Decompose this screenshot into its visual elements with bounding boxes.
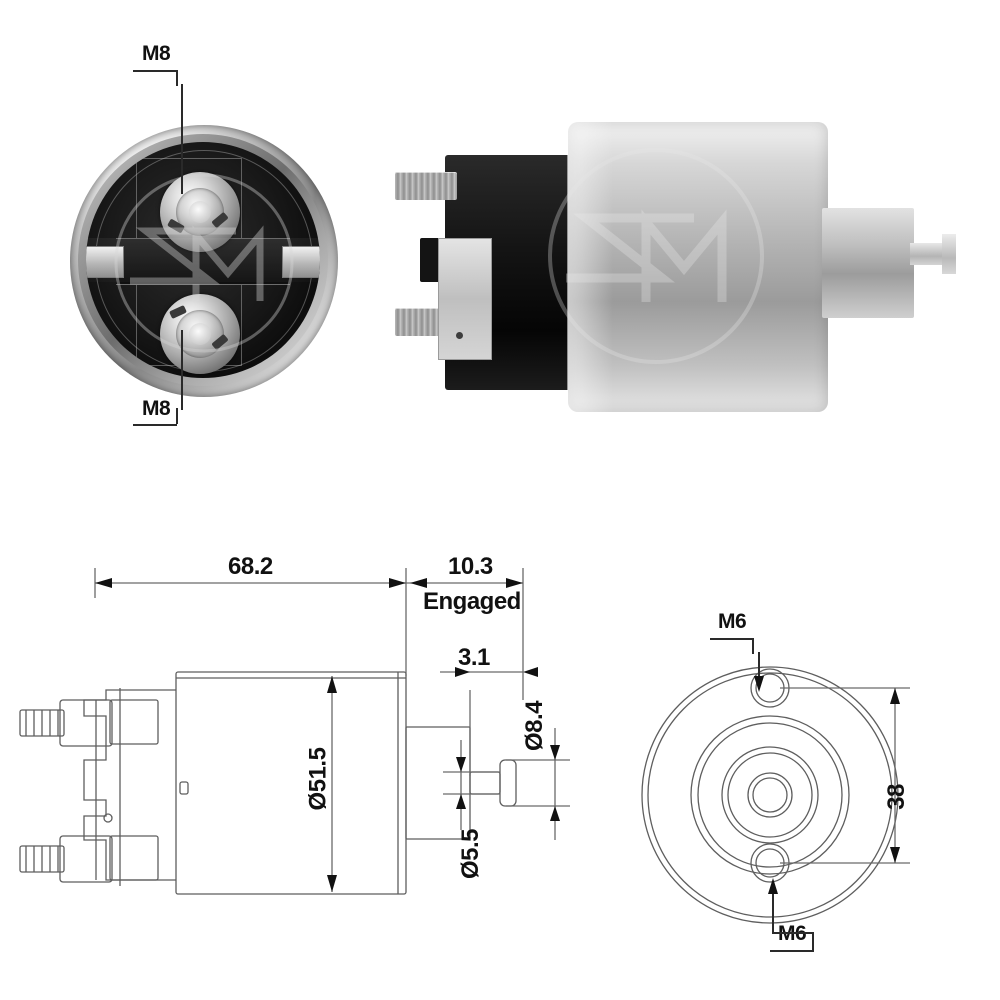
callout-m6-lower-leader-v2	[772, 890, 774, 934]
callout-m6-upper-underline	[710, 638, 754, 640]
solenoid-side-profile-photo	[390, 110, 970, 412]
callout-m6-upper-leader-v2	[758, 652, 760, 680]
side-mounting-bracket	[438, 238, 492, 360]
callout-m6-lower-leader-v1	[812, 934, 814, 950]
terminal-stud-lower	[160, 294, 240, 374]
side-plunger-pin-cap	[942, 234, 956, 274]
solenoid-front-face-photo	[70, 125, 338, 397]
side-plunger-pin	[910, 243, 948, 265]
dim-label-diameter-51-5: Ø51.5	[304, 747, 332, 811]
dim-label-68-2: 68.2	[228, 553, 273, 580]
callout-m8-lower-leader-v1	[176, 408, 178, 424]
callout-m8-upper-underline	[133, 70, 177, 72]
callout-m6-upper-label: M6	[718, 610, 747, 633]
callout-m8-lower-leader-v2	[181, 330, 183, 410]
callout-m8-upper-leader-v2	[181, 84, 183, 194]
side-bracket-hole	[456, 332, 463, 339]
plate-tab-left	[86, 246, 124, 278]
terminal-stud-lower-core	[188, 322, 212, 346]
callout-m8-lower-underline	[133, 424, 177, 426]
callout-m8-upper-leader-v1	[176, 70, 178, 86]
callout-m6-lower-label: M6	[778, 922, 807, 945]
side-dimension-drawing-svg	[19, 568, 570, 895]
terminal-stud-upper	[160, 172, 240, 252]
callout-m6-lower-underline	[770, 950, 814, 952]
callout-m6-lower-arrow	[768, 878, 778, 894]
end-face-dimension-drawing-svg	[641, 666, 910, 924]
side-plunger-nose	[822, 208, 914, 318]
dim-label-diameter-8-4: Ø8.4	[521, 700, 549, 752]
side-solenoid-can	[567, 122, 828, 412]
plate-center-bar	[116, 238, 290, 285]
callout-m6-lower-leader-h2	[772, 932, 814, 934]
dim-label-38: 38	[882, 784, 910, 810]
dim-label-3-1: 3.1	[458, 644, 490, 671]
callout-m8-upper-label: M8	[142, 42, 171, 65]
dim-label-10-3: 10.3	[448, 553, 493, 580]
front-terminal-plate	[86, 142, 320, 378]
callout-m6-upper-leader-v1	[752, 638, 754, 654]
callout-m8-lower-label: M8	[142, 397, 171, 420]
side-terminal-stud-upper	[395, 172, 457, 200]
plate-tab-right	[282, 246, 320, 278]
dim-note-engaged: Engaged	[423, 588, 521, 615]
terminal-stud-upper-core	[188, 200, 212, 224]
dim-label-diameter-5-5: Ø5.5	[457, 828, 485, 880]
callout-m6-upper-arrow	[754, 676, 764, 692]
